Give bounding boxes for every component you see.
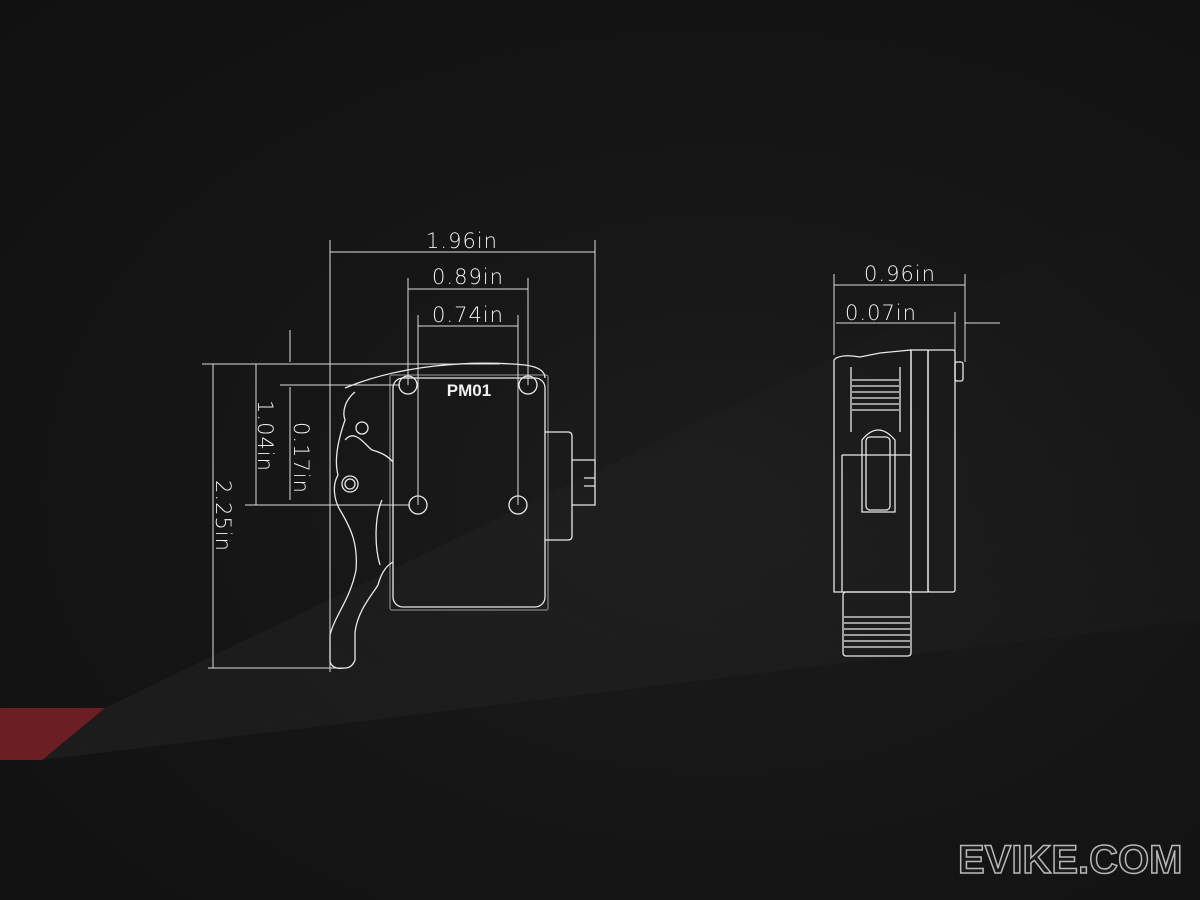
- dim-top-offset: 0.17in: [289, 422, 313, 494]
- side-view-trigger-unit: [833, 349, 964, 657]
- dim-inner-hole-spacing: 0.74in: [432, 303, 504, 327]
- mount-hole-top-right: [518, 375, 538, 395]
- pin-hole-upper: [355, 421, 369, 435]
- dim-hole-vertical-spacing: 1.04in: [253, 400, 277, 472]
- mount-hole-top-left: [398, 375, 418, 395]
- accent-stripe: [0, 708, 105, 760]
- dim-overall-depth: 0.96in: [864, 262, 936, 286]
- dim-tab-protrusion: 0.07in: [845, 301, 917, 325]
- trigger-blade: [329, 391, 394, 670]
- pin-hole-lower: [341, 475, 359, 493]
- side-grip: [842, 591, 912, 657]
- dim-overall-height: 2.25in: [211, 480, 235, 552]
- front-view-dimensions: 1.96in 0.89in 0.74in 2.25in 1.04in 0.17i…: [202, 229, 596, 672]
- mount-hole-bottom-right: [508, 495, 528, 515]
- part-label: PM01: [447, 381, 491, 400]
- side-view-dimensions: 0.96in 0.07in: [833, 262, 1000, 362]
- evike-logo: EVIKE.COM: [957, 837, 1183, 883]
- dim-outer-hole-spacing: 0.89in: [432, 265, 504, 289]
- grip-ribs-bottom: [844, 616, 910, 648]
- front-view-trigger-unit: PM01: [329, 362, 596, 670]
- mount-hole-bottom-left: [408, 495, 428, 515]
- light-ray: [40, 180, 1200, 760]
- safety-slider: [861, 429, 896, 513]
- dim-overall-width: 1.96in: [426, 229, 498, 253]
- grip-ribs-top: [852, 379, 899, 411]
